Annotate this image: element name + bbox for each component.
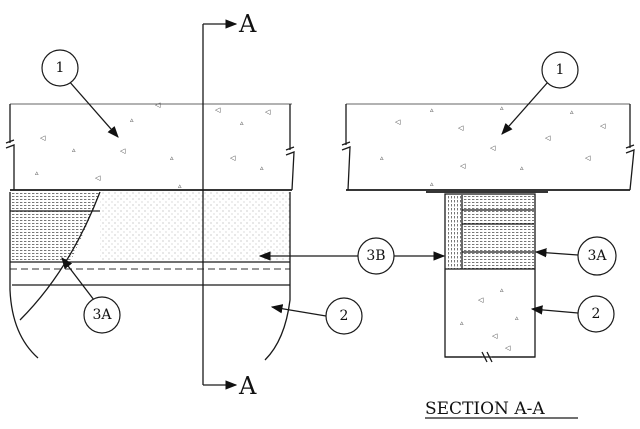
svg-text:3B: 3B <box>366 248 385 264</box>
svg-text:◁: ◁ <box>545 134 551 142</box>
svg-text:3A: 3A <box>92 307 112 323</box>
left-elevation: ◁ ▵ ◁ ◁ ▵ ◁ ▵ ◁ ▵ ◁ ▵ ◁ ▵ ▵ <box>5 101 295 361</box>
section-mark-top: A <box>238 10 257 38</box>
svg-text:◁: ◁ <box>585 154 591 162</box>
svg-text:▵: ▵ <box>170 154 174 162</box>
right-wall-aggregate: ◁ ▵ ▵ ◁ ▵ ◁ <box>460 286 519 352</box>
svg-text:◁: ◁ <box>230 154 236 162</box>
svg-text:1: 1 <box>556 62 565 78</box>
callout-slab-right: 1 <box>541 51 579 89</box>
svg-text:▵: ▵ <box>430 180 434 188</box>
left-slab-aggregate: ◁ ▵ ◁ ◁ ▵ ◁ ▵ ◁ ▵ ◁ ▵ ◁ ▵ ▵ <box>35 101 271 190</box>
svg-text:◁: ◁ <box>490 144 496 152</box>
right-section: ◁ ▵ ◁ ▵ ◁ ▵ ◁ ▵ ◁ ▵ ◁ ▵ ◁ ◁ ▵ ▵ ◁ ▵ ◁ <box>341 103 635 363</box>
svg-text:◁: ◁ <box>505 344 511 352</box>
svg-text:▵: ▵ <box>260 164 264 172</box>
left-infill-region <box>10 192 100 262</box>
svg-text:▵: ▵ <box>178 182 182 190</box>
svg-text:▵: ▵ <box>430 106 434 114</box>
callout-infill-left: 3A <box>83 296 121 334</box>
svg-text:◁: ◁ <box>155 101 161 109</box>
callout-slab-left: 1 <box>41 49 79 87</box>
svg-text:2: 2 <box>340 308 349 324</box>
right-slab-aggregate: ◁ ▵ ◁ ▵ ◁ ▵ ◁ ▵ ◁ ▵ ◁ ▵ ◁ <box>380 104 606 188</box>
svg-text:◁: ◁ <box>600 122 606 130</box>
svg-text:1: 1 <box>56 60 65 76</box>
svg-text:3A: 3A <box>587 248 607 264</box>
svg-text:◁: ◁ <box>265 108 271 116</box>
left-slab: ◁ ▵ ◁ ◁ ▵ ◁ ▵ ◁ ▵ ◁ ▵ ◁ ▵ ▵ <box>5 101 295 191</box>
right-bond-strip <box>446 195 462 269</box>
svg-text:▵: ▵ <box>515 314 519 322</box>
section-cut-line: A A <box>202 10 257 400</box>
callout-wall-left: 2 <box>325 297 363 335</box>
svg-text:◁: ◁ <box>120 147 126 155</box>
svg-text:▵: ▵ <box>520 164 524 172</box>
svg-text:▵: ▵ <box>380 154 384 162</box>
callout-infill-right: 3A <box>577 236 617 276</box>
callout-bond-common: 3B <box>357 237 395 275</box>
left-wall-outline <box>9 192 39 359</box>
svg-text:▵: ▵ <box>570 108 574 116</box>
svg-text:▵: ▵ <box>35 169 39 177</box>
svg-text:◁: ◁ <box>215 106 221 114</box>
left-bond-region <box>100 192 290 262</box>
svg-text:▵: ▵ <box>460 319 464 327</box>
svg-text:▵: ▵ <box>72 146 76 154</box>
svg-text:▵: ▵ <box>500 286 504 294</box>
svg-text:▵: ▵ <box>240 119 244 127</box>
svg-text:◁: ◁ <box>395 118 401 126</box>
svg-text:◁: ◁ <box>478 296 484 304</box>
svg-text:◁: ◁ <box>95 174 101 182</box>
svg-text:▵: ▵ <box>500 104 504 112</box>
section-mark-bottom: A <box>238 372 257 400</box>
svg-text:▵: ▵ <box>130 116 134 124</box>
svg-text:◁: ◁ <box>492 332 498 340</box>
svg-text:2: 2 <box>592 306 601 322</box>
svg-text:◁: ◁ <box>40 134 46 142</box>
svg-text:◁: ◁ <box>458 124 464 132</box>
leader-lines <box>61 79 579 317</box>
svg-text:SECTION A-A: SECTION A-A <box>425 399 545 419</box>
callout-wall-right: 2 <box>577 295 615 333</box>
right-infill <box>462 195 534 269</box>
section-caption: SECTION A-A <box>425 399 578 419</box>
right-slab: ◁ ▵ ◁ ▵ ◁ ▵ ◁ ▵ ◁ ▵ ◁ ▵ ◁ <box>341 103 635 191</box>
svg-text:◁: ◁ <box>460 162 466 170</box>
